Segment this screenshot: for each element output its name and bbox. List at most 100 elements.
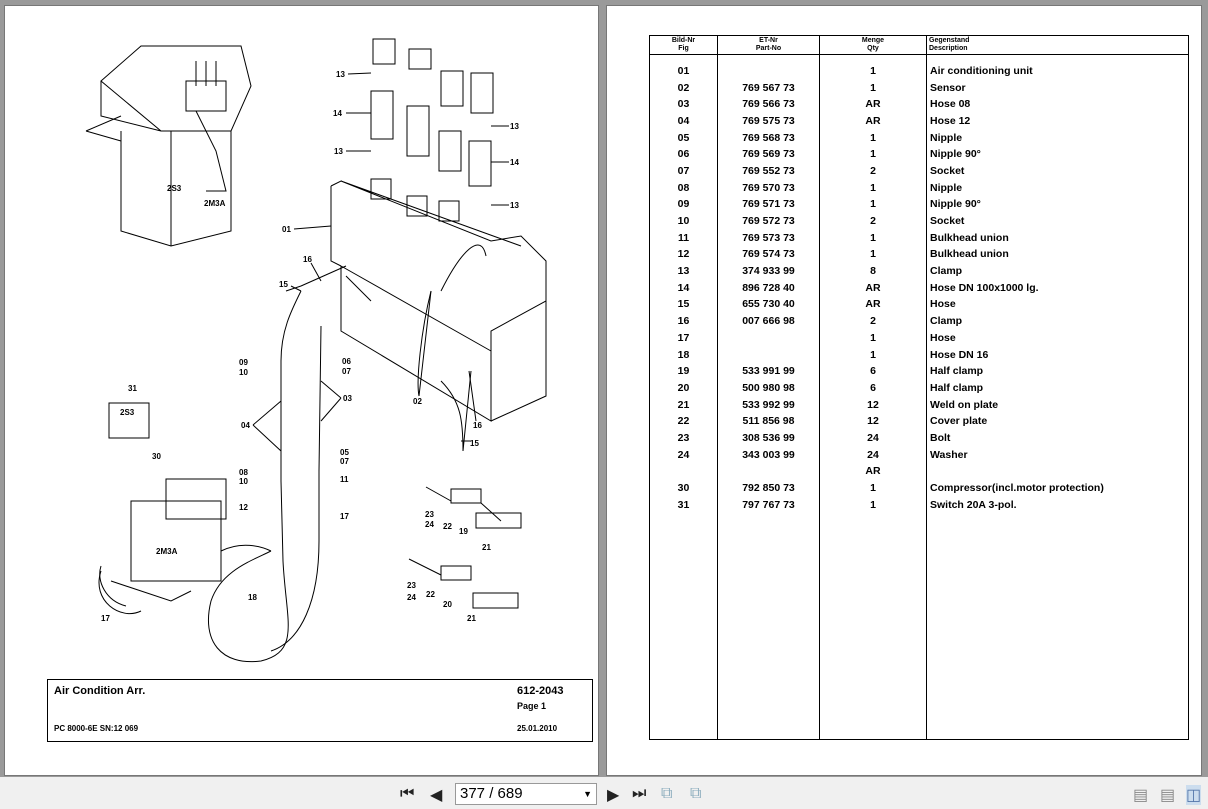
single-page-icon[interactable]: ▤ [1133, 787, 1149, 804]
page-number-input[interactable]: 377 / 689▼ [455, 783, 597, 805]
two-page-icon[interactable]: ◫ [1186, 785, 1202, 805]
callout: 2M3A [156, 547, 178, 556]
fig-cell: 11 [649, 229, 718, 247]
title-block: Air Condition Arr. 612-2043 Page 1 PC 80… [47, 679, 593, 742]
qty-cell: 2 [819, 162, 927, 180]
callout: 15 [470, 439, 479, 448]
qty-cell: 1 [819, 229, 927, 247]
callout: 13 [510, 201, 519, 210]
callout: 10 [239, 477, 248, 486]
callout: 13 [336, 70, 345, 79]
fig-cell: 30 [649, 479, 718, 497]
drawing-page: 13 14 13 13 14 13 01 16 15 2S3 2M3A 09 1… [4, 5, 599, 776]
continuous-icon[interactable]: ▤ [1160, 787, 1176, 804]
callout: 21 [467, 614, 476, 623]
callout: 19 [459, 527, 468, 536]
callout: 13 [334, 147, 343, 156]
part-no-cell: 769 569 73 [717, 145, 820, 163]
part-no-cell: 308 536 99 [717, 429, 820, 447]
chevron-down-icon[interactable]: ▼ [583, 789, 592, 799]
description-cell: Air conditioning unit [926, 62, 1189, 80]
back-view-icon[interactable]: ⧉ [661, 785, 673, 802]
callout: 2S3 [120, 408, 135, 417]
description-cell: Cover plate [926, 412, 1189, 430]
description-cell: Weld on plate [926, 396, 1189, 413]
description-cell: Hose DN 16 [926, 346, 1189, 363]
fig-cell: 08 [649, 179, 718, 196]
callout-labels: 13 14 13 13 14 13 01 16 15 2S3 2M3A 09 1… [101, 70, 519, 623]
callout: 15 [279, 280, 288, 289]
qty-cell: 1 [819, 79, 927, 96]
last-page-icon[interactable]: ⏭ [632, 785, 647, 802]
first-page-icon[interactable]: ⏮ [400, 785, 415, 802]
qty-cell: 6 [819, 379, 927, 397]
fig-cell: 14 [649, 279, 718, 297]
fig-cell: 22 [649, 412, 718, 430]
callout: 16 [303, 255, 312, 264]
callout: 18 [248, 593, 257, 602]
exploded-diagram: 13 14 13 13 14 13 01 16 15 2S3 2M3A 09 1… [85, 38, 547, 663]
qty-cell: AR [819, 463, 927, 480]
fig-cell: 23 [649, 429, 718, 447]
qty-cell: 6 [819, 362, 927, 380]
part-no-cell: 769 567 73 [717, 79, 820, 96]
prev-page-icon[interactable]: ◀ [430, 787, 443, 804]
callout: 03 [343, 394, 352, 403]
document-number: 612-2043 [517, 685, 564, 697]
table-row: AR [649, 463, 1189, 480]
qty-cell: 1 [819, 129, 927, 146]
qty-cell: 12 [819, 412, 927, 430]
callout: 17 [340, 512, 349, 521]
fig-cell: 15 [649, 296, 718, 313]
description-cell: Hose [926, 329, 1189, 347]
drawing-title: Air Condition Arr. [54, 685, 146, 697]
part-no-cell: 533 991 99 [717, 362, 820, 380]
part-no-cell [717, 463, 820, 480]
part-no-cell: 374 933 99 [717, 262, 820, 280]
callout: 12 [239, 503, 248, 512]
part-no-cell: 769 566 73 [717, 95, 820, 113]
fig-cell: 05 [649, 129, 718, 146]
part-no-cell: 792 850 73 [717, 479, 820, 497]
description-cell: Hose 08 [926, 95, 1189, 113]
part-no-cell: 769 574 73 [717, 246, 820, 263]
callout: 10 [239, 368, 248, 377]
callout: 06 [342, 357, 351, 366]
description-cell: Half clamp [926, 379, 1189, 397]
qty-cell: AR [819, 95, 927, 113]
part-no-cell: 769 572 73 [717, 212, 820, 230]
callout: 20 [443, 600, 452, 609]
callout: 07 [342, 367, 351, 376]
part-no-cell [717, 62, 820, 80]
fig-cell: 24 [649, 446, 718, 463]
fig-cell: 01 [649, 62, 718, 80]
next-page-icon[interactable]: ▶ [607, 787, 620, 804]
fig-cell: 03 [649, 95, 718, 113]
forward-view-icon[interactable]: ⧉ [690, 785, 702, 802]
qty-cell: 1 [819, 246, 927, 263]
fig-cell: 10 [649, 212, 718, 230]
description-cell: Clamp [926, 312, 1189, 330]
qty-cell: 1 [819, 62, 927, 80]
description-cell: Switch 20A 3-pol. [926, 496, 1189, 514]
description-cell: Hose DN 100x1000 lg. [926, 279, 1189, 297]
